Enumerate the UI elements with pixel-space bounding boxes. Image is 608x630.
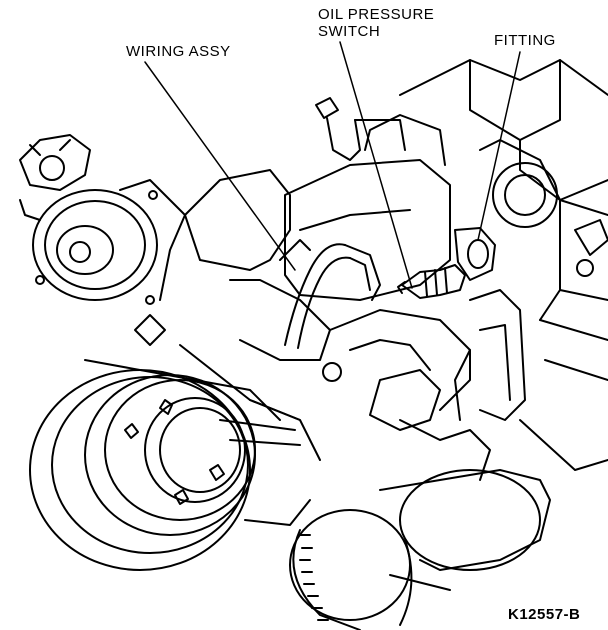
wiring-assembly bbox=[279, 239, 381, 349]
water-pump-hub bbox=[19, 134, 186, 305]
figure-id: K12557-B bbox=[508, 606, 581, 623]
right-bracket bbox=[454, 289, 526, 421]
wiring-assy-label: WIRING ASSY bbox=[126, 43, 231, 60]
oil-filter bbox=[289, 469, 551, 630]
mounting-bolts-top bbox=[315, 97, 446, 166]
pump-housing bbox=[134, 159, 491, 481]
oil-pressure-switch-label-line1: OIL PRESSURE bbox=[318, 6, 435, 23]
oil-pressure-switch-label-line2: SWITCH bbox=[318, 23, 381, 40]
leader-lines bbox=[144, 41, 521, 289]
fitting-label: FITTING bbox=[494, 32, 556, 49]
oil-pressure-switch bbox=[397, 264, 466, 299]
crankshaft-pulley bbox=[29, 359, 321, 571]
engine-block bbox=[399, 59, 608, 471]
